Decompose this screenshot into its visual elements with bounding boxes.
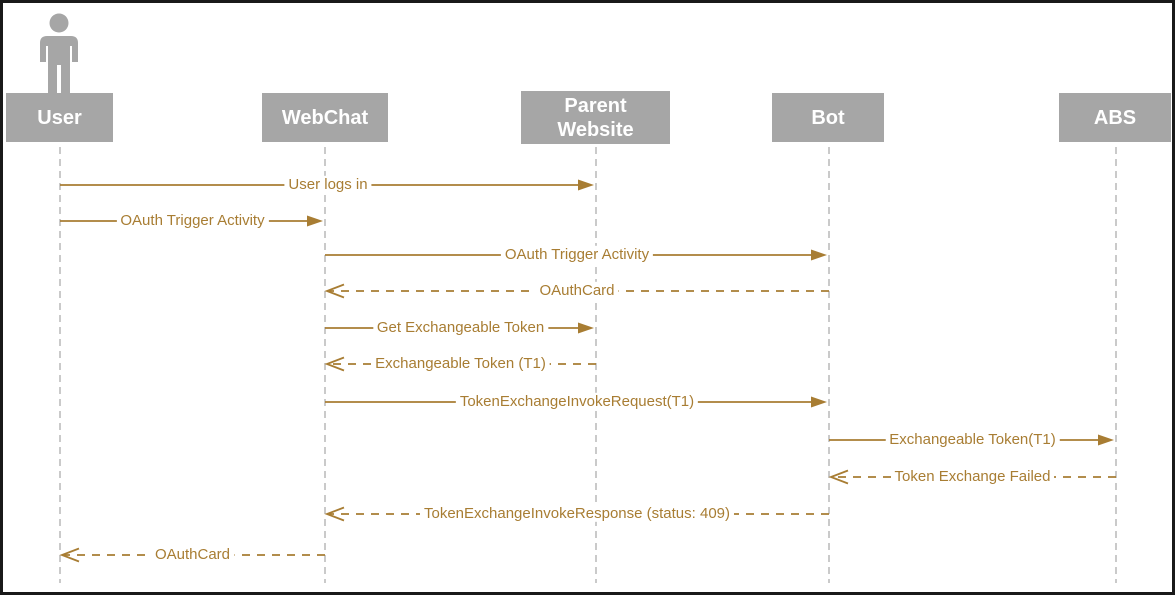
actor-label-abs: ABS: [1093, 106, 1137, 129]
arrowhead-filled-icon: [811, 249, 827, 261]
arrowhead-filled-icon: [307, 215, 323, 227]
actor-box-parent-website: Parent Website: [521, 91, 670, 144]
arrowhead-open-icon: [324, 506, 345, 522]
arrowhead-filled-icon: [578, 179, 594, 191]
arrowhead-open-icon: [324, 283, 345, 299]
arrowhead-open-icon: [59, 547, 80, 563]
actor-box-abs: ABS: [1059, 93, 1171, 142]
actor-label-parent-website: Parent Website: [557, 94, 634, 141]
person-icon: [40, 13, 78, 93]
arrowhead-open-icon: [828, 469, 849, 485]
actor-label-user: User: [37, 106, 82, 129]
arrowhead-filled-icon: [1098, 434, 1114, 446]
actor-box-bot: Bot: [772, 93, 884, 142]
actor-box-webchat: WebChat: [262, 93, 388, 142]
arrowhead-open-icon: [324, 356, 345, 372]
actor-label-bot: Bot: [811, 106, 845, 129]
actor-box-user: User: [6, 93, 113, 142]
arrowhead-filled-icon: [578, 322, 594, 334]
arrowhead-filled-icon: [811, 396, 827, 408]
actor-label-webchat: WebChat: [281, 106, 369, 129]
